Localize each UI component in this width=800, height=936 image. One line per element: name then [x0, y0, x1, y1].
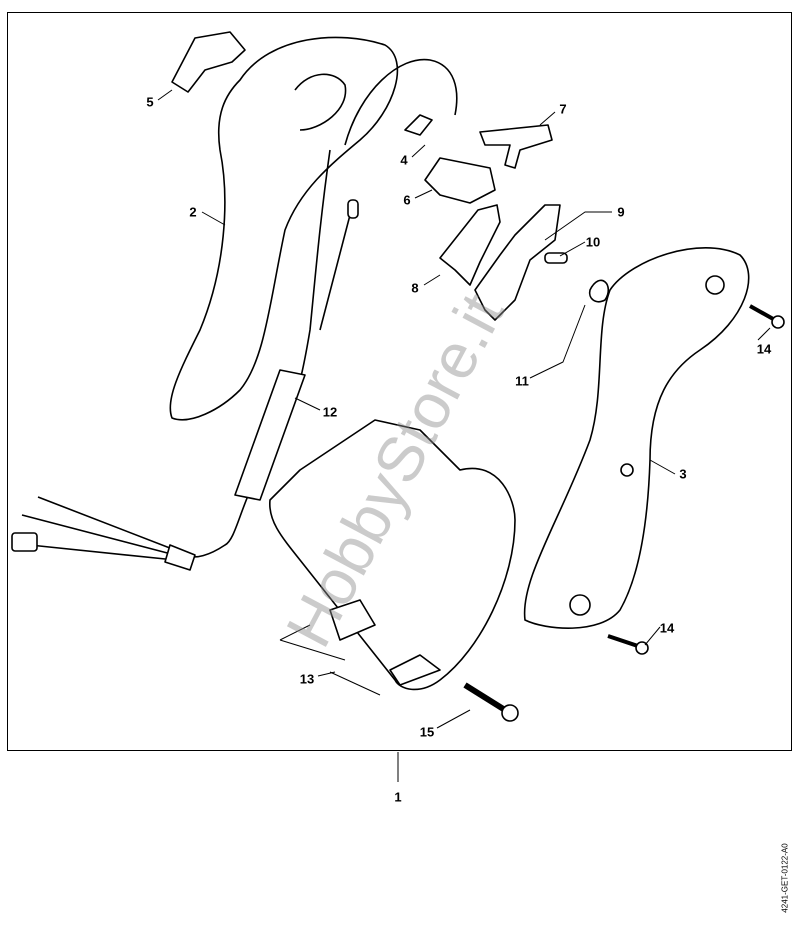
part-13-housing	[269, 419, 516, 691]
part-14-screw-bottom	[607, 634, 639, 648]
part-6-switch	[424, 157, 496, 204]
callout-8: 8	[411, 280, 419, 296]
callout-2: 2	[189, 204, 197, 220]
callout-11: 11	[515, 373, 529, 389]
callout-5: 5	[146, 94, 154, 110]
part-4-clip	[404, 114, 433, 136]
callout-10: 10	[585, 234, 601, 250]
callout-14-bottom: 14	[659, 620, 675, 636]
drawing-code: 4241-GET-0122-A0	[780, 843, 790, 913]
callout-7: 7	[559, 101, 567, 117]
part-9-lever	[474, 204, 561, 321]
part-5-lever	[171, 31, 246, 93]
part-14-screw-top	[749, 304, 776, 322]
callout-12: 12	[322, 404, 338, 420]
part-15-screw	[463, 682, 507, 713]
part-2-handle-half	[169, 36, 399, 421]
callout-9: 9	[617, 204, 625, 220]
callout-15: 15	[419, 724, 435, 740]
part-7-bracket	[479, 124, 553, 169]
diagram-frame	[7, 12, 792, 751]
part-8-lever	[439, 204, 501, 286]
part-3-handle-half	[523, 247, 750, 629]
part-12-spring	[234, 369, 306, 501]
callout-1: 1	[394, 789, 402, 805]
part-11-spring	[588, 279, 610, 303]
callout-13: 13	[299, 671, 315, 687]
callout-14-top: 14	[756, 341, 772, 357]
callout-4: 4	[400, 152, 408, 168]
part-12-cable	[344, 58, 458, 146]
callout-6: 6	[403, 192, 411, 208]
callout-3: 3	[679, 466, 687, 482]
